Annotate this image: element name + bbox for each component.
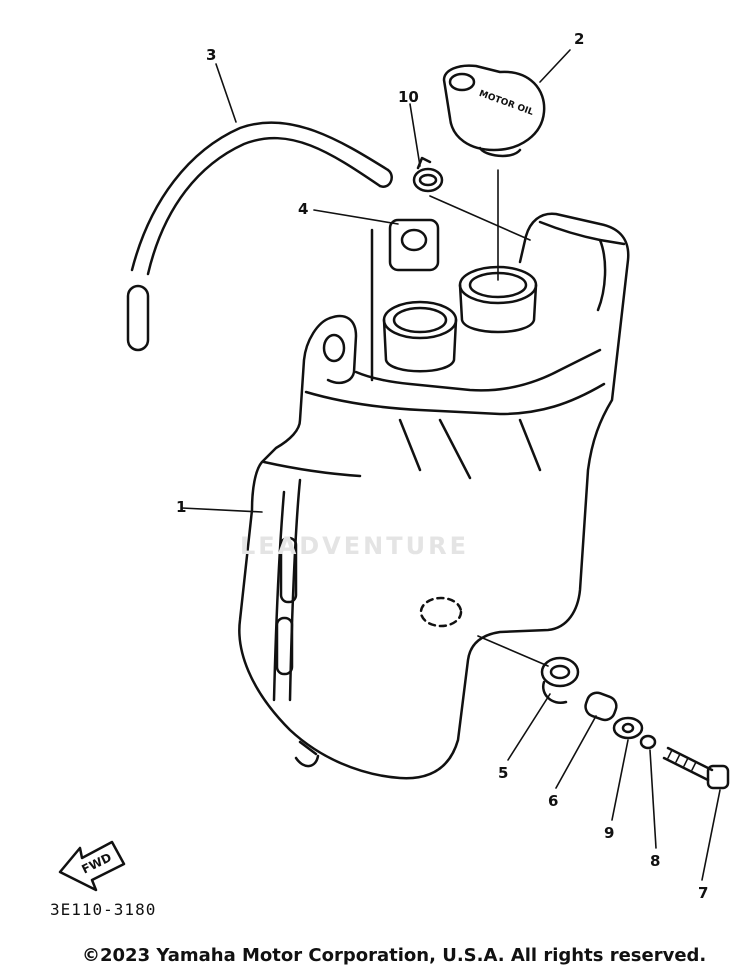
callout-8: 8 (650, 852, 661, 870)
callout-5: 5 (498, 764, 509, 782)
watermark: LEADVENTURE (240, 532, 469, 560)
callout-10: 10 (398, 88, 419, 106)
callout-7: 7 (698, 884, 709, 902)
callout-9: 9 (604, 824, 615, 842)
washer-part-9 (612, 716, 644, 740)
hose-clamp (412, 156, 444, 193)
filler-necks (382, 265, 538, 373)
mounting-grommet (370, 218, 440, 382)
callout-2: 2 (574, 30, 585, 48)
breather-hose (126, 121, 393, 352)
copyright-notice: ©2023 Yamaha Motor Corporation, U.S.A. A… (82, 945, 707, 966)
leader-lines (181, 49, 721, 881)
oil-tank (238, 212, 630, 780)
callout-3: 3 (206, 46, 217, 64)
diagram-code: 3E110-3180 (50, 900, 157, 919)
bolt-part-7 (662, 746, 730, 790)
oil-cap: MOTOR OIL (442, 64, 546, 158)
collar-part-6 (584, 691, 618, 722)
fwd-arrow-icon: FWD (58, 840, 126, 892)
washer-part-8 (639, 734, 657, 750)
callout-1: 1 (176, 498, 187, 516)
grommet-part-5 (540, 656, 580, 705)
callout-6: 6 (548, 792, 559, 810)
callout-4: 4 (298, 200, 309, 218)
cap-label: MOTOR OIL (478, 89, 535, 118)
